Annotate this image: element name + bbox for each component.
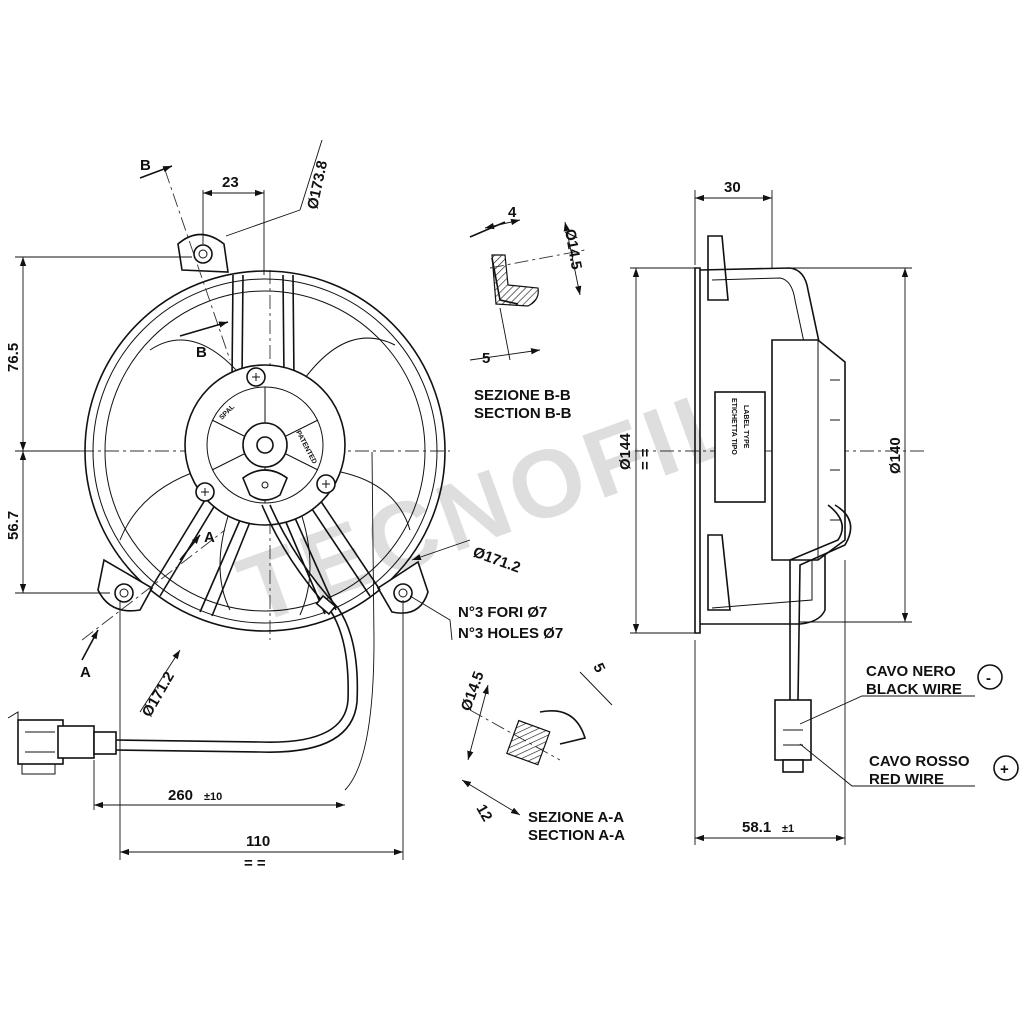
section-mark-b-top: B xyxy=(140,157,151,174)
wire-callouts: CAVO NERO BLACK WIRE - CAVO ROSSO RED WI… xyxy=(799,663,1019,788)
section-bb-hatch xyxy=(491,254,539,307)
dim-lower-height: 56.7 xyxy=(5,511,22,540)
dim-cable-tolerance: ±10 xyxy=(204,791,222,803)
dim-top-offset: 23 xyxy=(222,174,239,191)
section-aa-dim-diameter: Ø14.5 xyxy=(458,669,488,713)
section-bb: 4 Ø14.5 5 SEZIONE B-B SECTION B-B xyxy=(469,204,586,422)
black-wire-label-it: CAVO NERO xyxy=(866,663,956,680)
holes-note-en: N°3 HOLES Ø7 xyxy=(458,625,563,642)
hub-cable-exit xyxy=(242,469,288,501)
mounting-lug-left xyxy=(97,558,154,612)
side-flange xyxy=(694,267,701,634)
motor-screw-top xyxy=(246,367,266,387)
section-line-b xyxy=(164,169,231,361)
section-bb-title-en: SECTION B-B xyxy=(474,405,572,422)
motor-screw-left xyxy=(195,482,215,502)
section-arrow-b-top xyxy=(139,165,173,179)
section-aa-hatch xyxy=(506,719,551,766)
section-aa-dim-side: 5 xyxy=(589,661,608,676)
hub-cable-exit-dot xyxy=(261,481,269,489)
side-dim-depth: 30 xyxy=(724,179,741,196)
motor-screw-right xyxy=(316,474,336,494)
section-aa-lug xyxy=(539,710,587,745)
side-dim-total-depth: 58.1 xyxy=(742,819,771,836)
mounting-hole-left xyxy=(114,583,134,603)
section-mark-a-top: A xyxy=(204,529,215,546)
side-lug-top xyxy=(707,235,729,301)
mounting-lug-right xyxy=(376,560,429,614)
side-view: ETICHETTA TIPO LABEL TYPE 30 Ø144 = = Ø1… xyxy=(617,179,925,845)
section-arrow-a-top xyxy=(179,534,201,561)
mounting-hole-top-inner xyxy=(198,249,208,259)
motor-shaft xyxy=(256,436,274,454)
connector xyxy=(7,711,117,775)
side-dim-symmetry: = = xyxy=(637,448,654,470)
section-mark-a-bottom: A xyxy=(80,664,91,681)
section-aa: Ø14.5 5 12 SEZIONE A-A SECTION A-A xyxy=(458,661,625,844)
mounting-hole-right-inner xyxy=(398,588,408,598)
shroud-inner-ring xyxy=(92,278,438,624)
front-view: SPAL PATENTED B B A A 23 Ø173.8 xyxy=(5,139,563,872)
section-bb-dim-bottom: 5 xyxy=(482,350,490,367)
holes-note-it: N°3 FORI Ø7 xyxy=(458,604,547,621)
shroud-outer-ring xyxy=(84,270,446,632)
dim-hole-spacing: 110 xyxy=(246,833,270,850)
section-arrow-a-bottom xyxy=(81,629,99,661)
section-aa-dim-bottom: 12 xyxy=(473,802,496,825)
side-motor xyxy=(771,339,846,561)
cable-clip xyxy=(315,594,337,616)
cable-inner xyxy=(114,504,359,753)
side-label xyxy=(714,391,766,503)
dim-cable-length: 260 xyxy=(168,787,193,804)
section-bb-dim-top: 4 xyxy=(508,204,517,221)
plus-icon xyxy=(993,755,1019,781)
black-wire-symbol: - xyxy=(986,670,991,687)
dim-symmetry-mark: = = xyxy=(244,855,266,872)
dim-ring-diameter-left: Ø171.2 xyxy=(139,669,178,720)
fan-blade-ring xyxy=(104,290,426,612)
black-wire-label-en: BLACK WIRE xyxy=(866,681,962,698)
mounting-hole-left-inner xyxy=(119,588,129,598)
side-dim-shroud-diameter: Ø144 xyxy=(617,433,634,470)
section-bb-title-it: SEZIONE B-B xyxy=(474,387,571,404)
black-wire-leader xyxy=(799,695,975,725)
section-bb-dim-diameter: Ø14.5 xyxy=(561,228,585,271)
section-aa-title-en: SECTION A-A xyxy=(528,827,625,844)
section-line-a xyxy=(81,529,226,641)
side-label-it: ETICHETTA TIPO xyxy=(730,398,737,455)
red-wire-symbol: + xyxy=(1000,761,1009,778)
red-wire-label-it: CAVO ROSSO xyxy=(869,753,970,770)
red-wire-label-en: RED WIRE xyxy=(869,771,944,788)
section-aa-title-it: SEZIONE A-A xyxy=(528,809,624,826)
red-wire-leader xyxy=(799,743,975,787)
side-dim-motor-diameter: Ø140 xyxy=(887,437,904,474)
section-mark-b-bottom: B xyxy=(196,344,207,361)
dim-outer-diameter: Ø173.8 xyxy=(304,159,331,211)
minus-icon xyxy=(977,664,1003,690)
side-lug-bottom xyxy=(707,534,731,611)
section-arrow-b-bottom xyxy=(179,321,229,337)
motor-hub-cap xyxy=(242,422,288,468)
side-dim-total-tolerance: ±1 xyxy=(782,823,794,835)
dim-upper-height: 76.5 xyxy=(5,343,22,372)
cable-outer xyxy=(114,504,349,743)
side-label-en: LABEL TYPE xyxy=(742,405,749,449)
